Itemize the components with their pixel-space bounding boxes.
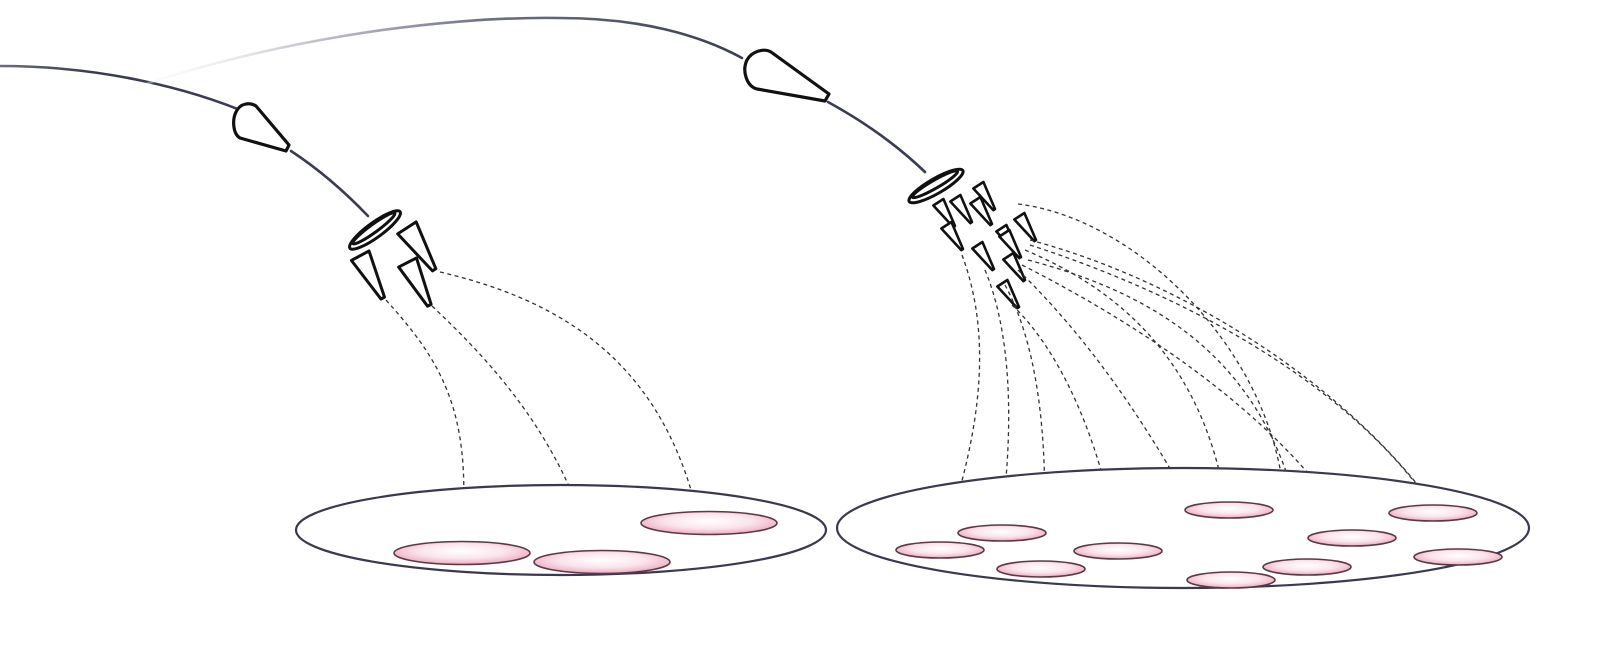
- rv-path: [1024, 249, 1226, 499]
- impact-point: [1186, 571, 1276, 589]
- scenario-multi-bus: [98, 16, 1531, 590]
- reentry-vehicle-icon: [1013, 211, 1038, 243]
- reentry-vehicle-icon: [940, 220, 965, 252]
- reentry-vehicle-icon: [971, 240, 996, 272]
- bus-disk-icon: [348, 209, 402, 251]
- rv-path: [984, 269, 1010, 524]
- rv-path: [1011, 304, 1118, 541]
- reentry-vehicle-icon: [969, 195, 994, 227]
- reentry-vehicle-icon: [1002, 251, 1027, 283]
- impact-point: [1184, 501, 1274, 519]
- trajectory-arc-right: [98, 16, 744, 102]
- impact-point: [1262, 558, 1352, 576]
- missile-body-icon: [743, 48, 831, 103]
- rv-path: [1029, 239, 1432, 503]
- impact-point: [1307, 529, 1397, 547]
- rv-path: [439, 271, 698, 513]
- reentry-vehicle-icon: [349, 249, 387, 301]
- reentry-vehicle-icon: [397, 256, 433, 308]
- rv-path: [1017, 203, 1286, 546]
- rv-path: [1029, 244, 1457, 546]
- impact-point: [895, 541, 985, 559]
- reentry-vehicle-icon: [996, 278, 1021, 310]
- reentry-vehicle-icon: [998, 228, 1023, 260]
- impact-point: [640, 510, 778, 536]
- impact-point: [393, 540, 531, 566]
- impact-point: [1388, 504, 1478, 522]
- impact-point: [996, 560, 1086, 578]
- scenario-single-bus: [0, 64, 828, 577]
- reentry-vehicle-icon: [972, 180, 997, 212]
- rv-path: [1017, 269, 1224, 567]
- rv-path: [1027, 259, 1307, 554]
- rv-path: [1004, 284, 1046, 557]
- impact-point: [957, 524, 1047, 542]
- bus-disk-icon: [907, 167, 965, 205]
- footprint-area: [835, 466, 1531, 590]
- reentry-vehicle-icon: [396, 220, 438, 273]
- impact-point: [1073, 542, 1163, 560]
- reentry-vehicle-icon: [932, 197, 957, 229]
- trajectory-arc-right-lower: [826, 100, 927, 174]
- impact-point: [533, 549, 671, 575]
- rv-path: [943, 254, 981, 541]
- trajectory-arc-left: [0, 64, 254, 117]
- missile-body-icon: [232, 102, 291, 153]
- impact-point: [1413, 548, 1503, 566]
- reentry-vehicle-icon: [949, 193, 974, 225]
- trajectory-arc-left-lower: [289, 149, 370, 218]
